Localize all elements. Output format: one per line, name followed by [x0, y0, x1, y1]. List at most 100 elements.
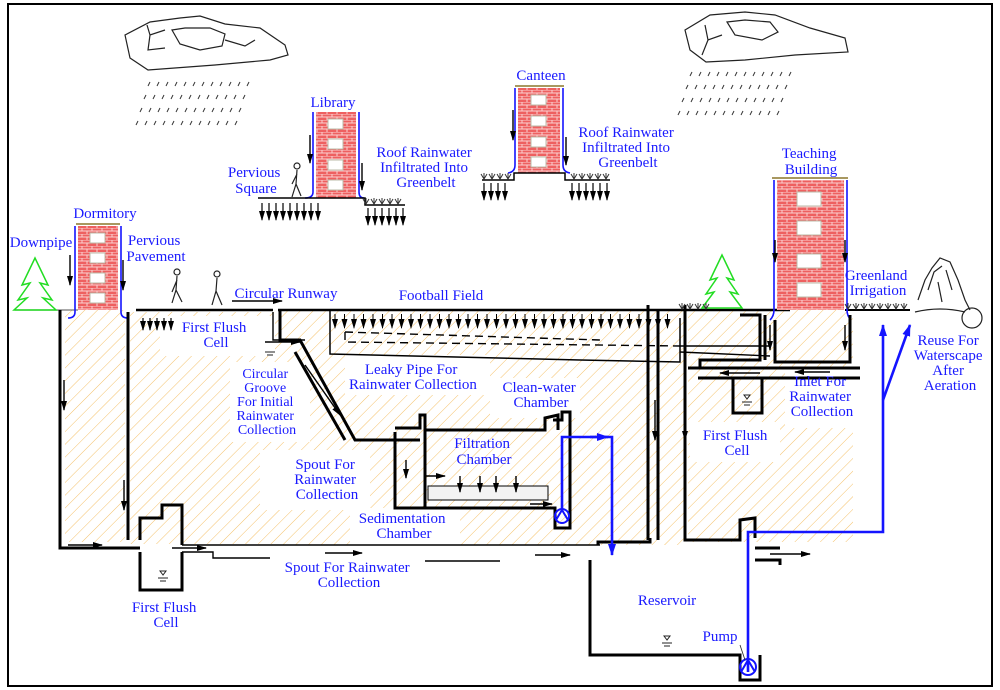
grass-tuft	[594, 173, 602, 180]
rain-drop	[157, 107, 161, 113]
label-reuse-waterscape: Reuse For Waterscape After Aeration	[914, 333, 987, 394]
rain-drop	[135, 120, 139, 126]
treatment-chambers	[393, 410, 572, 530]
grass-tuft	[884, 303, 892, 310]
rain-drop	[165, 81, 169, 87]
rain-drop	[708, 97, 712, 103]
label-line: After	[932, 363, 964, 379]
tree-icon	[12, 256, 58, 311]
rain-drop	[775, 84, 779, 90]
label-line: Leaky Pipe For	[365, 362, 457, 378]
label-line: Chamber	[457, 452, 512, 468]
rain-drop	[779, 71, 783, 77]
rain-drop	[211, 107, 215, 113]
grass-tuft	[488, 173, 496, 180]
rain-drop	[731, 110, 735, 116]
left-first-flush-structure	[58, 310, 600, 592]
grass-tuft	[386, 198, 394, 205]
rain-drop	[695, 110, 699, 116]
rain-drop	[758, 110, 762, 116]
label-football-field: Football Field	[399, 288, 484, 304]
rain-drop	[175, 107, 179, 113]
rain-drop	[734, 71, 738, 77]
pump-icon	[739, 658, 757, 676]
grass-tuft	[570, 173, 578, 180]
rain-drop	[224, 94, 228, 100]
rain-drop	[166, 107, 170, 113]
rain-drop	[721, 84, 725, 90]
label-line: Cell	[154, 615, 179, 631]
rain-drop	[752, 71, 756, 77]
grass-tuft	[362, 198, 370, 205]
label-downpipe: Downpipe	[10, 235, 73, 251]
label-first-flush-top: First Flush Cell	[182, 320, 250, 351]
grass-tuft	[852, 303, 860, 310]
rain-drop	[689, 71, 693, 77]
label-dormitory: Dormitory	[73, 206, 137, 222]
rain-drop	[753, 97, 757, 103]
rain-drop	[189, 120, 193, 126]
label-line: Cell	[204, 335, 229, 351]
rain-drop	[704, 110, 708, 116]
label-line: Square	[235, 181, 277, 197]
grass-tuft	[686, 303, 694, 310]
label-line: Inlet For	[794, 374, 846, 390]
rain-drop	[210, 81, 214, 87]
label-line: Rainwater	[294, 472, 356, 488]
label-inlet: Inlet For Rainwater Collection	[789, 374, 854, 420]
rain-drop	[767, 110, 771, 116]
cloud-icon	[684, 11, 849, 63]
rain-drop	[739, 84, 743, 90]
rain-drop	[215, 94, 219, 100]
leaky-pipe-field	[329, 310, 771, 363]
rain-drop	[780, 97, 784, 103]
rain-drop	[233, 94, 237, 100]
label-line: Collection	[296, 487, 359, 503]
rain-drop	[148, 107, 152, 113]
rain-drop	[153, 120, 157, 126]
label-leaky-pipe: Leaky Pipe For Rainwater Collection	[349, 362, 477, 393]
label-line: Aeration	[924, 378, 977, 394]
rain-drop	[776, 110, 780, 116]
grass-tuft	[480, 173, 488, 180]
label-line: Rainwater Collection	[349, 377, 477, 393]
rain-drop	[784, 84, 788, 90]
label-first-flush-bottom: First Flush Cell	[132, 600, 200, 631]
grass-tuft	[586, 173, 594, 180]
rain-drop	[225, 120, 229, 126]
first-flush-top-structure	[265, 310, 420, 442]
rain-drop	[170, 94, 174, 100]
rain-drop	[193, 107, 197, 113]
rain-drop	[143, 94, 147, 100]
rain-icon	[677, 71, 792, 116]
label-line: Irrigation	[850, 283, 907, 299]
label-line: Sedimentation	[359, 511, 446, 527]
rain-drop	[201, 81, 205, 87]
label-spout-lower: Spout For Rainwater Collection	[285, 560, 414, 591]
label-line: Circular	[242, 367, 288, 382]
label-line: Collection	[318, 575, 381, 591]
label-pervious-square: Pervious Square	[228, 165, 284, 197]
label-filtration-chamber: Filtration Chamber	[454, 436, 514, 468]
rain-drop	[219, 81, 223, 87]
pump-icon	[554, 508, 570, 524]
label-reservoir: Reservoir	[638, 593, 696, 609]
label-line: Greenland	[845, 268, 908, 284]
label-line: Collection	[238, 423, 296, 438]
rain-drop	[744, 97, 748, 103]
rain-drop	[246, 81, 250, 87]
label-line: Rainwater	[789, 389, 851, 405]
building-canteen	[482, 85, 610, 181]
label-first-flush-right: First Flush Cell	[703, 428, 771, 459]
grass-tuft	[868, 303, 876, 310]
label-line: First Flush	[182, 320, 247, 336]
label-line: Waterscape	[914, 348, 983, 364]
label-line: Clean-water	[502, 380, 575, 396]
label-line: Filtration	[454, 436, 510, 452]
diagram-border	[7, 3, 993, 687]
rain-drop	[197, 94, 201, 100]
rain-drop	[730, 84, 734, 90]
rain-drop	[677, 110, 681, 116]
infiltration-arrows	[140, 183, 671, 331]
rain-drop	[234, 120, 238, 126]
